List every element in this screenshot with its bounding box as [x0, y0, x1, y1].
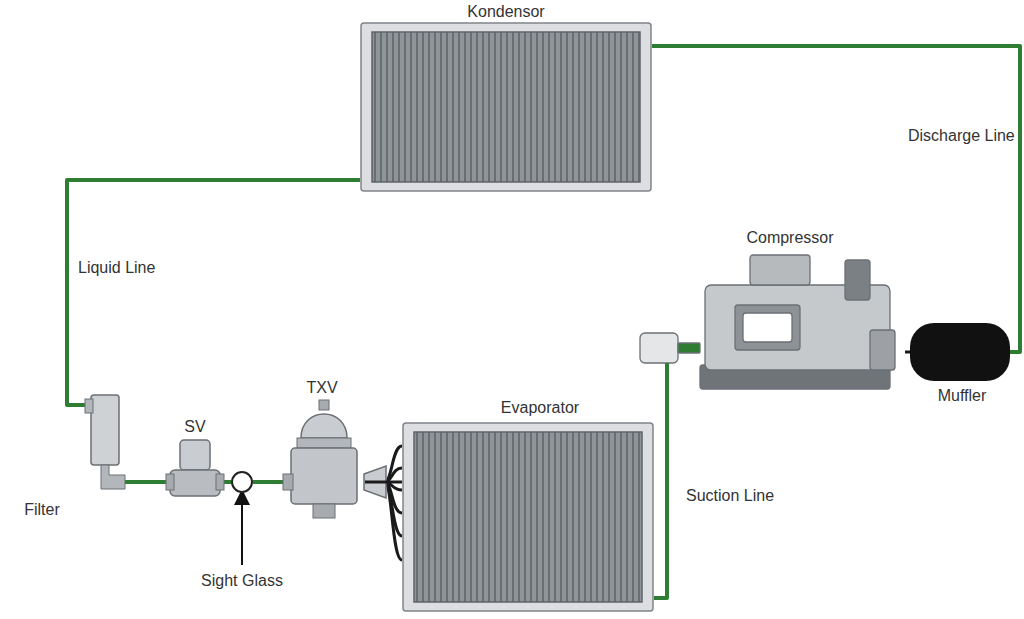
component-label: Compressor: [746, 229, 833, 247]
filter-drier-picture: [85, 395, 125, 497]
component-label: TXV: [306, 379, 337, 397]
compressor: Compressor: [640, 255, 905, 392]
compressor-valve: [845, 260, 870, 300]
refrigerant-pipe: [654, 392, 667, 598]
compressor-outlet: [870, 330, 895, 370]
coil-frame: [403, 423, 653, 611]
heat-exchanger: Evaporator: [402, 422, 654, 612]
pipe-label: Liquid Line: [76, 259, 157, 277]
compressor-terminal-box: [750, 255, 810, 285]
solenoid-coil: [180, 440, 210, 470]
txv-body: [291, 448, 357, 504]
pipe-label: Discharge Line: [906, 127, 1017, 145]
valve-port: [216, 474, 224, 490]
expansion-valve-picture: [283, 398, 365, 520]
suction-stub: [678, 343, 700, 353]
distributor-tubes: [385, 446, 402, 560]
filter-drier: Filter: [85, 395, 125, 497]
suction-accumulator: [640, 333, 678, 363]
component-label: Sight Glass: [201, 572, 283, 590]
muffler-shell: [910, 323, 1010, 381]
txv-flange: [297, 438, 351, 448]
suction-inlet: [665, 363, 669, 392]
muffler: Muffler: [910, 323, 1010, 381]
heat-exchanger: Kondensor: [360, 22, 652, 192]
coil-fins: [372, 32, 640, 182]
compressor-plate: [735, 305, 800, 350]
expansion-valve: TXV: [283, 398, 365, 520]
component-label: Kondensor: [467, 3, 544, 21]
component-label: Muffler: [938, 387, 987, 405]
component-label: SV: [184, 418, 205, 436]
sight-glass: Sight Glass: [231, 471, 253, 493]
coil-fins: [414, 432, 642, 602]
txv-cap: [319, 400, 329, 410]
refrigerant-pipe: [125, 480, 166, 484]
valve-body: [170, 470, 220, 496]
solenoid-valve-picture: [166, 440, 224, 502]
heat-exchanger-picture: [402, 422, 654, 612]
refrigerant-pipe: [253, 480, 283, 484]
refrigerant-pipe: [905, 351, 910, 354]
muffler-picture: [910, 323, 1010, 381]
compressor-window: [743, 313, 792, 342]
pipe-label: Suction Line: [684, 487, 776, 505]
component-label: Filter: [24, 501, 60, 519]
filter-shell: [91, 395, 119, 465]
component-label: Evaporator: [501, 399, 579, 417]
refrigerant-pipe: [224, 480, 231, 484]
txv-dome: [301, 414, 347, 438]
txv-equalizer: [313, 504, 335, 518]
compressor-picture: [640, 255, 905, 392]
sight-glass-picture: [231, 471, 253, 493]
filter-outlet: [101, 465, 125, 489]
coil-frame: [361, 23, 651, 191]
heat-exchanger-picture: [360, 22, 652, 192]
refrigerant-pipe: [365, 481, 402, 484]
refrigerant-pipe: [67, 180, 360, 405]
sight-glass-window: [232, 472, 252, 492]
valve-port: [166, 474, 174, 490]
sight-glass-pointer: [241, 497, 243, 565]
solenoid-valve: SV: [166, 440, 224, 502]
filter-inlet: [85, 399, 93, 413]
txv-inlet: [283, 474, 293, 490]
